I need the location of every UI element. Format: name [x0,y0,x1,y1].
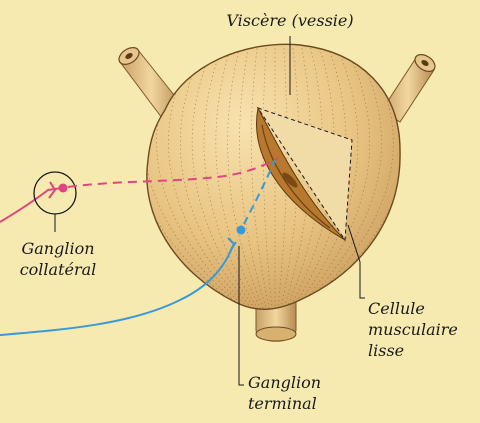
viscera-label: Viscère (vessie) [200,10,380,31]
terminal-ganglion-label: Ganglion terminal [248,372,358,414]
collateral-ganglion [34,172,76,214]
collateral-ganglion-label: Ganglion collatéral [8,238,108,280]
smooth-muscle-cell-label: Cellule musculaire lisse [368,298,478,361]
